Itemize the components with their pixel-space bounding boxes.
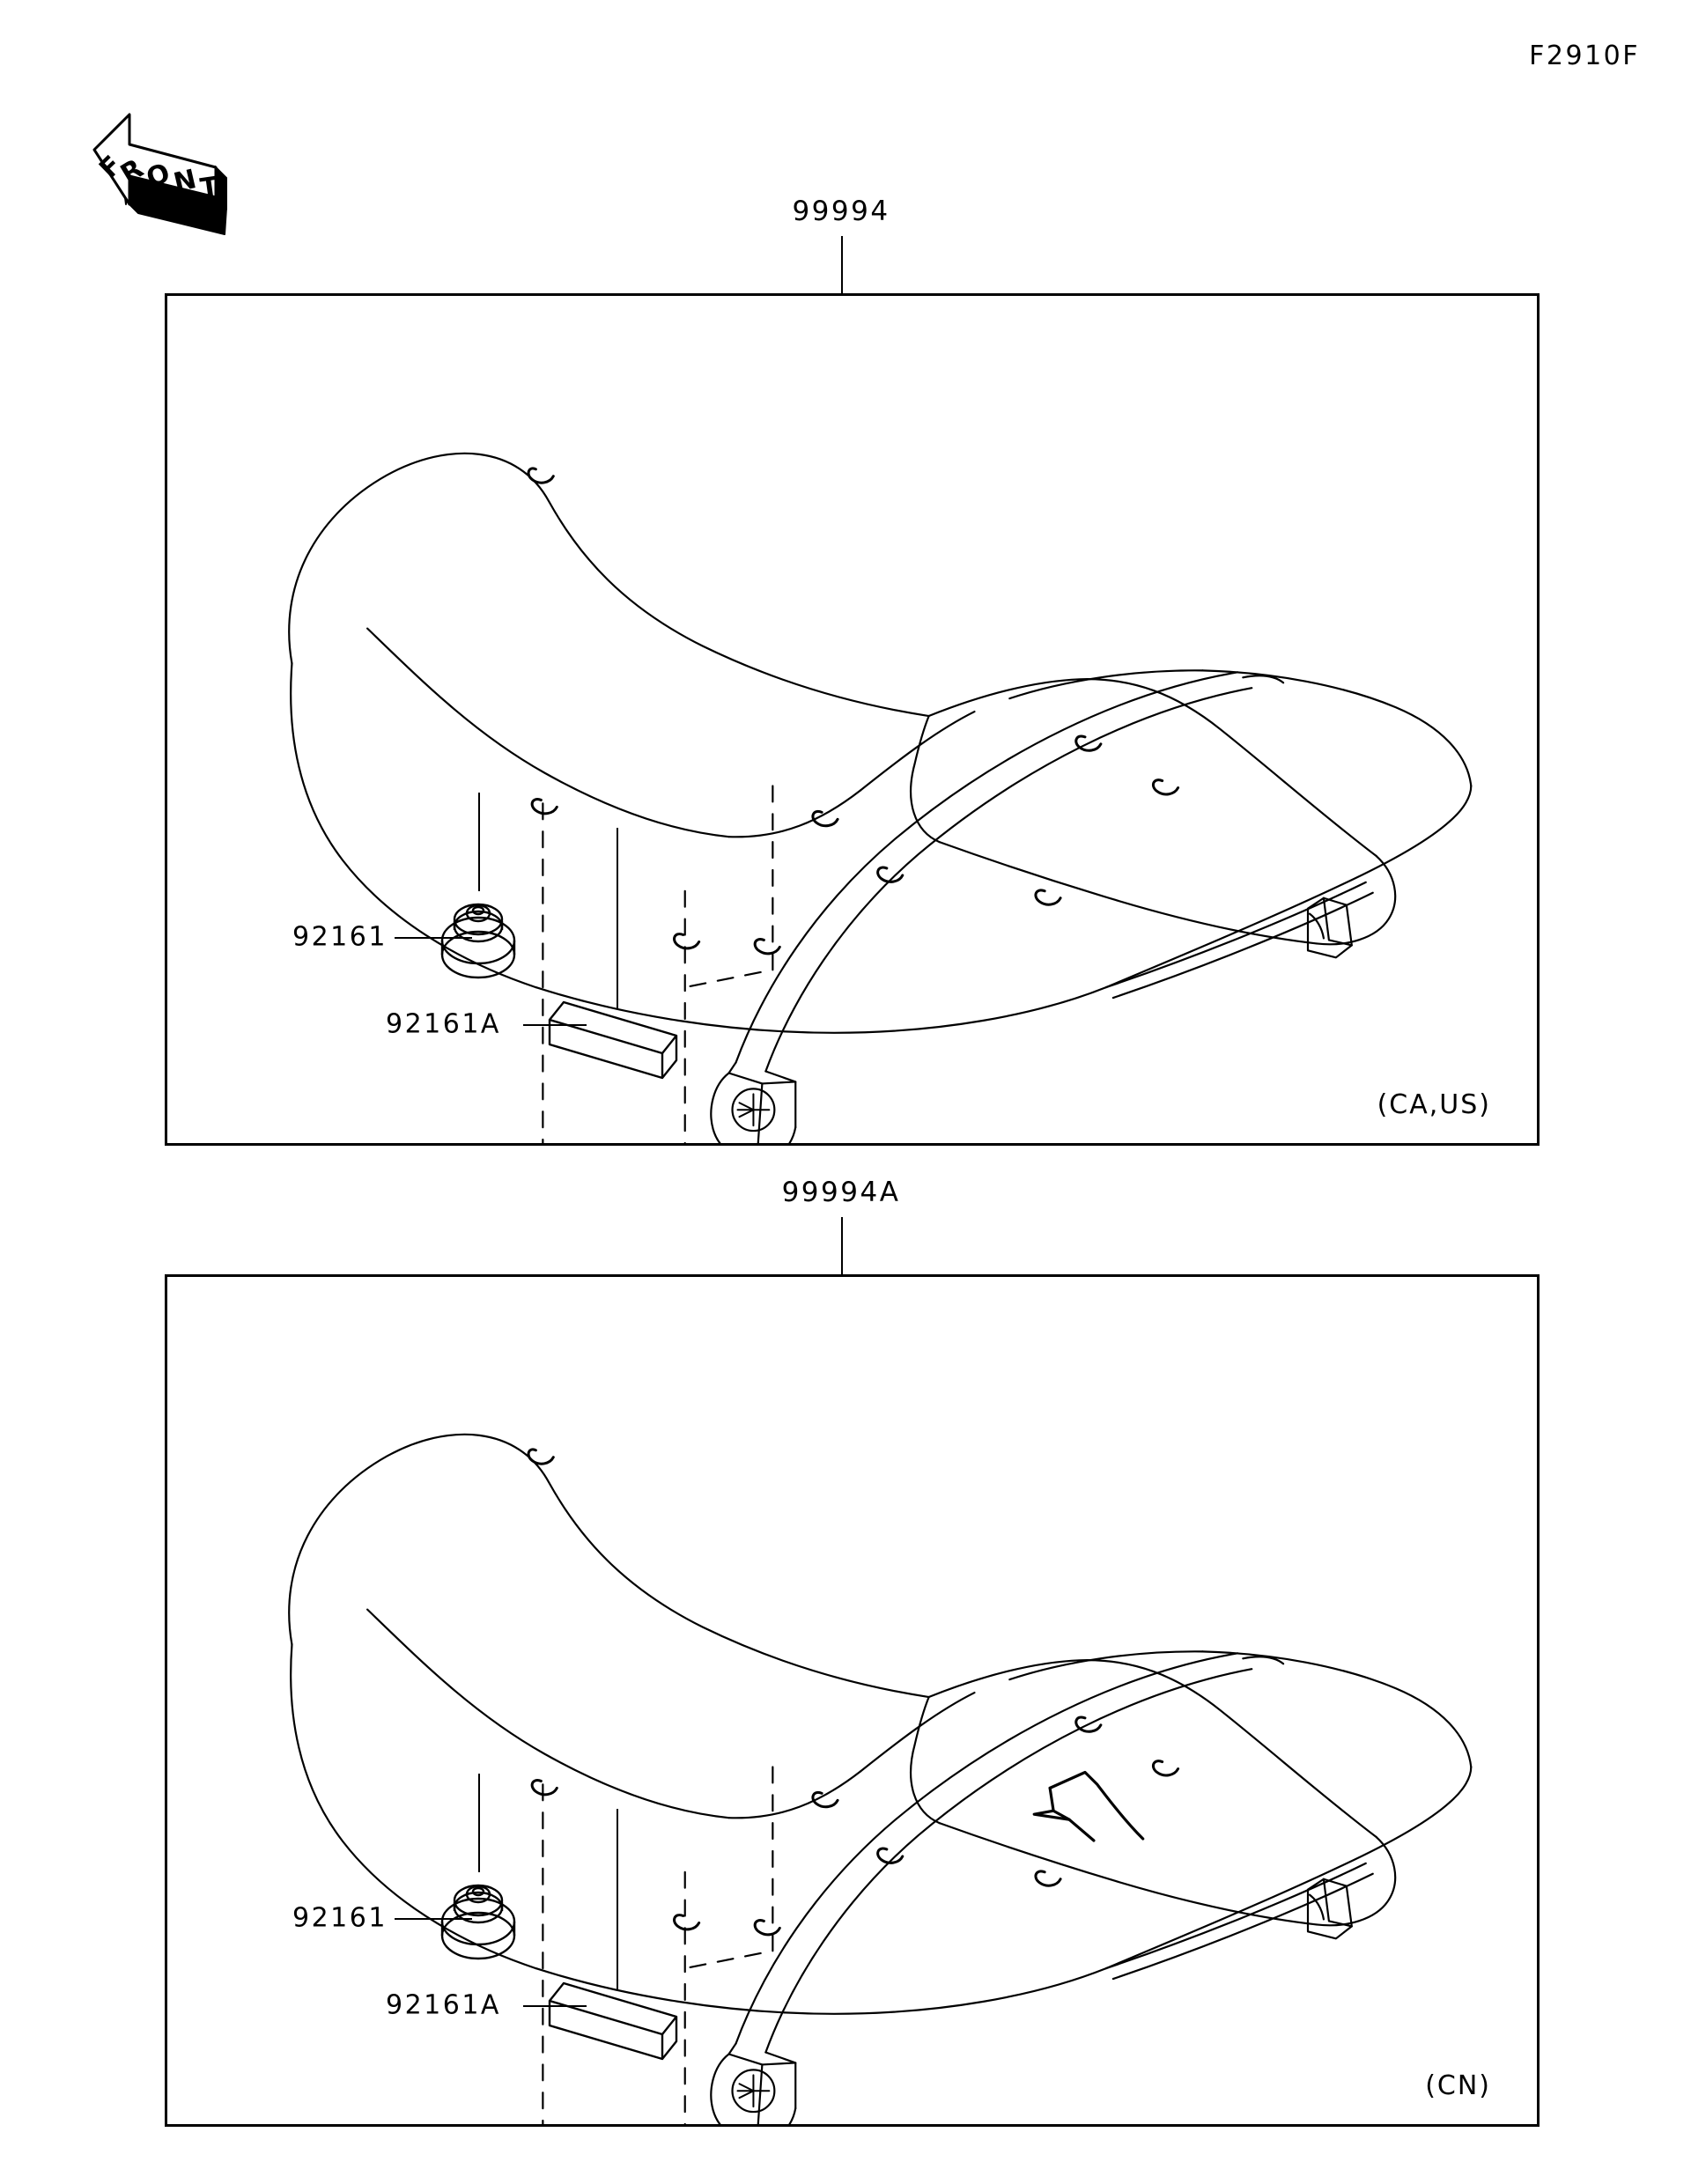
round-damper-icon-upper [440, 903, 516, 979]
bar-damper-icon-upper [548, 1000, 678, 1080]
seat-drawing-cn [167, 1277, 1537, 2124]
figure-lower-box: (CN) [165, 1274, 1540, 2127]
rear-mount-bracket [1306, 896, 1353, 959]
front-arrow-badge-icon: F R O N T [92, 113, 227, 235]
construction-dashes [542, 1766, 774, 2124]
tufting-marks [527, 467, 1180, 956]
grab-strap-outer-edge [735, 671, 1239, 1064]
strap-mount-tab [710, 2042, 797, 2124]
construction-dashes [542, 785, 774, 1143]
callout-line-92161a-upper [523, 1024, 587, 1026]
seat-front-top-outline [288, 452, 930, 718]
figure-lower-title: 99994A [781, 1177, 901, 1208]
callout-line-92161-lower [395, 1918, 472, 1920]
seat-drawing-ca-us [167, 296, 1537, 1143]
callout-label-92161a-upper: 92161A [386, 1008, 501, 1040]
dash-corner [683, 785, 774, 989]
rear-mount-bracket [1306, 1878, 1353, 1940]
strap-screw-icon [731, 2069, 776, 2114]
callout-leader-92161a-lower [617, 1809, 618, 1989]
callout-label-92161-upper: 92161 [292, 921, 388, 953]
front-direction-marker: F R O N T [84, 99, 242, 235]
seat-front-top-outline [288, 1433, 930, 1699]
seat-front-seam [366, 627, 730, 838]
callout-leader-92161a-upper [617, 828, 618, 1008]
callout-leader-92161-upper [478, 793, 480, 891]
callout-label-92161-lower: 92161 [292, 1902, 388, 1934]
bar-damper-icon-lower [548, 1981, 678, 2061]
figure-upper: 99994 [165, 196, 1540, 1146]
strap-mount-tab [710, 1061, 797, 1143]
grab-strap-outer-edge [735, 1652, 1239, 2045]
figure-lower-leader [841, 1217, 843, 1274]
dash-corner [683, 1766, 774, 1970]
grab-strap-inner-edge [764, 1668, 1253, 2054]
callout-line-92161-upper [395, 937, 472, 939]
strap-screw-icon [731, 1088, 776, 1133]
figure-upper-box: (CA,US) [165, 293, 1540, 1146]
figure-upper-leader [841, 236, 843, 293]
figure-upper-region-label: (CA,US) [1377, 1089, 1491, 1120]
passenger-pad-top-edge [927, 678, 1377, 858]
callout-leader-92161-lower [478, 1774, 480, 1872]
round-damper-icon-lower [440, 1884, 516, 1960]
seat-tail-skirt [1104, 820, 1451, 989]
seat-front-seam [366, 1608, 730, 1819]
tufting-marks [527, 1448, 1180, 1937]
grab-strap-inner-edge [764, 687, 1253, 1073]
page-code: F2910F [1529, 41, 1640, 71]
callout-label-92161a-lower: 92161A [386, 1989, 501, 2021]
passenger-pad-top-edge [927, 1659, 1377, 1839]
figure-upper-title: 99994 [792, 196, 890, 227]
cn-variant-emblem [1032, 1770, 1145, 1842]
figure-lower-region-label: (CN) [1425, 2070, 1491, 2101]
callout-line-92161a-lower [523, 2005, 587, 2007]
seat-tail-skirt [1104, 1801, 1451, 1970]
